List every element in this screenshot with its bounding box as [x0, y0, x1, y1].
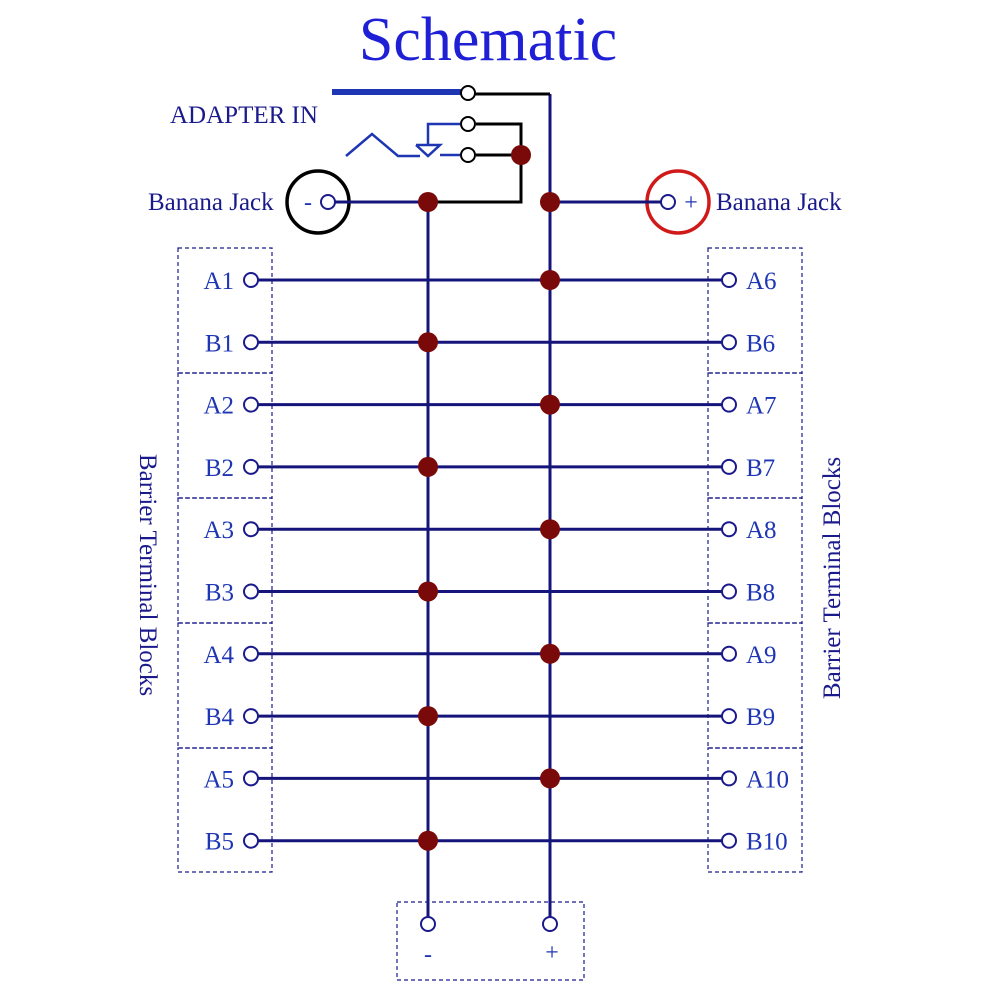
- output-positive-sign: +: [545, 940, 559, 966]
- left-terminal-label: B2: [205, 455, 234, 482]
- adapter-switch-contact: [415, 143, 444, 158]
- left-terminal-block-4: [177, 622, 273, 749]
- left-block-label: Barrier Terminal Blocks: [134, 454, 161, 696]
- left-terminal-block-1: [177, 247, 273, 374]
- right-terminal-pin: [721, 334, 737, 351]
- right-terminal-pin: [721, 583, 737, 600]
- negative-bus-top-junction: [418, 192, 438, 212]
- right-terminal-pin: [721, 458, 737, 475]
- right-terminal-pin: [721, 645, 737, 662]
- left-terminal-pin: [243, 396, 259, 413]
- right-terminal-block-4: [707, 622, 803, 749]
- right-terminal-block-5: [707, 747, 803, 873]
- negative-bus-junction: [418, 332, 438, 353]
- output-negative-pin: [420, 916, 436, 932]
- left-terminal-label: A5: [203, 766, 234, 793]
- left-terminal-pin: [243, 458, 259, 475]
- left-terminal-block-2: [177, 372, 273, 499]
- left-terminal-label: A3: [203, 517, 234, 544]
- right-terminal-label: A7: [746, 393, 777, 420]
- left-terminal-block-3: [177, 497, 273, 624]
- left-terminal-pin: [243, 770, 259, 787]
- right-terminal-label: B9: [746, 704, 775, 731]
- negative-bus-junction: [418, 706, 438, 727]
- banana-jack-positive-pin: [660, 194, 676, 210]
- positive-bus-junction: [540, 768, 560, 789]
- banana-jack-negative-label: Banana Jack: [148, 189, 274, 216]
- right-terminal-pin: [721, 396, 737, 413]
- positive-bus-junction: [540, 519, 560, 540]
- right-terminal-pin: [721, 770, 737, 787]
- right-terminal-pin: [721, 521, 737, 538]
- output-connector-box: [396, 901, 585, 981]
- banana-jack-negative-pin: [320, 194, 336, 210]
- adapter-pin-3: [460, 147, 476, 163]
- right-terminal-block-3: [707, 497, 803, 624]
- left-terminal-block-5: [177, 747, 273, 873]
- left-terminal-pin: [243, 334, 259, 351]
- left-terminal-pin: [243, 832, 259, 849]
- adapter-pin-2: [460, 116, 476, 132]
- left-terminal-label: A4: [203, 642, 234, 669]
- left-terminal-pin: [243, 645, 259, 662]
- left-terminal-label: B3: [205, 580, 234, 607]
- left-terminal-label: B4: [205, 704, 235, 731]
- right-terminal-label: A8: [746, 517, 777, 544]
- adapter-jack: [332, 85, 550, 204]
- adapter-pin-1: [460, 85, 476, 101]
- right-terminal-label: A10: [746, 766, 789, 793]
- right-block-label: Barrier Terminal Blocks: [819, 457, 846, 699]
- negative-bus-junction: [418, 581, 438, 602]
- adapter-sleeve-spring: [345, 132, 420, 158]
- adapter-switch-wire: [426, 122, 460, 145]
- left-terminal-label: B1: [205, 330, 234, 357]
- right-terminal-pin: [721, 272, 737, 288]
- banana-jack-positive-label: Banana Jack: [716, 189, 842, 216]
- left-terminal-pin: [243, 272, 259, 288]
- left-terminal-pin: [243, 708, 259, 725]
- output-negative-sign: -: [424, 942, 432, 968]
- right-terminal-label: B7: [746, 455, 775, 482]
- positive-bus-top-junction: [540, 192, 560, 212]
- left-terminal-label: A2: [203, 393, 234, 420]
- positive-bus-junction: [540, 394, 560, 415]
- right-terminal-pin: [721, 832, 737, 849]
- banana-jack-positive-sign: +: [684, 190, 698, 216]
- output-positive-pin: [542, 916, 558, 932]
- right-terminal-pin: [721, 708, 737, 725]
- output-connector: - +: [396, 901, 585, 981]
- diagram-title: Schematic: [359, 6, 617, 74]
- positive-bus-junction: [540, 270, 560, 290]
- adapter-junction: [511, 145, 531, 165]
- left-terminal-label: B5: [205, 829, 234, 856]
- negative-bus-junction: [418, 456, 438, 477]
- left-terminal-pin: [243, 521, 259, 538]
- adapter-label: ADAPTER IN: [170, 102, 318, 129]
- adapter-ground-wire: [428, 122, 523, 204]
- banana-jack-negative-sign: -: [304, 190, 312, 216]
- right-terminal-label: B10: [746, 829, 788, 856]
- right-terminal-block-2: [707, 372, 803, 499]
- negative-bus-junction: [418, 830, 438, 851]
- left-terminal-pin: [243, 583, 259, 600]
- banana-jack-negative: -: [285, 169, 428, 235]
- positive-bus-junction: [540, 643, 560, 664]
- banana-jack-positive: +: [550, 169, 711, 235]
- right-terminal-label: B8: [746, 580, 775, 607]
- right-terminal-block-1: [707, 247, 803, 374]
- right-terminal-label: A6: [746, 268, 777, 295]
- right-terminal-label: A9: [746, 642, 777, 669]
- left-terminal-blocks: [177, 247, 273, 873]
- left-terminal-label: A1: [203, 268, 234, 295]
- right-terminal-label: B6: [746, 330, 775, 357]
- right-terminal-blocks: [707, 247, 803, 873]
